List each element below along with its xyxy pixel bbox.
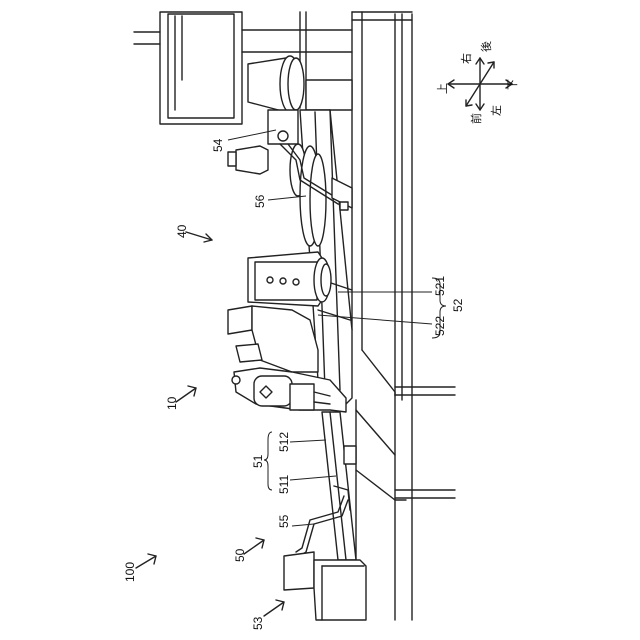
dir-back: 後 — [479, 41, 493, 52]
label-52: 52 — [451, 298, 465, 312]
dir-front: 前 — [469, 113, 483, 124]
label-522: 522 — [433, 316, 447, 336]
label-53: 53 — [251, 616, 265, 630]
direction-labels: 上 下 右 後 前 左 — [436, 41, 519, 124]
dir-up: 上 — [436, 83, 449, 94]
cone-part — [248, 56, 304, 112]
label-55: 55 — [277, 514, 291, 528]
dir-left: 左 — [490, 105, 503, 116]
label-54: 54 — [211, 138, 225, 152]
label-511: 511 — [277, 475, 291, 494]
label-56: 56 — [253, 194, 267, 208]
direction-compass — [448, 58, 512, 110]
label-51: 51 — [251, 454, 265, 468]
box-53 — [284, 552, 366, 620]
top-housing — [134, 12, 352, 124]
tray-51 — [322, 412, 356, 560]
label-100: 100 — [123, 562, 137, 582]
label-10: 10 — [165, 396, 179, 410]
label-521: 521 — [433, 276, 447, 296]
label-512: 512 — [277, 432, 291, 452]
block-40 — [248, 252, 331, 306]
label-40: 40 — [175, 224, 189, 238]
label-50: 50 — [233, 548, 247, 562]
dir-down: 下 — [506, 79, 519, 90]
dir-right: 右 — [459, 53, 473, 64]
